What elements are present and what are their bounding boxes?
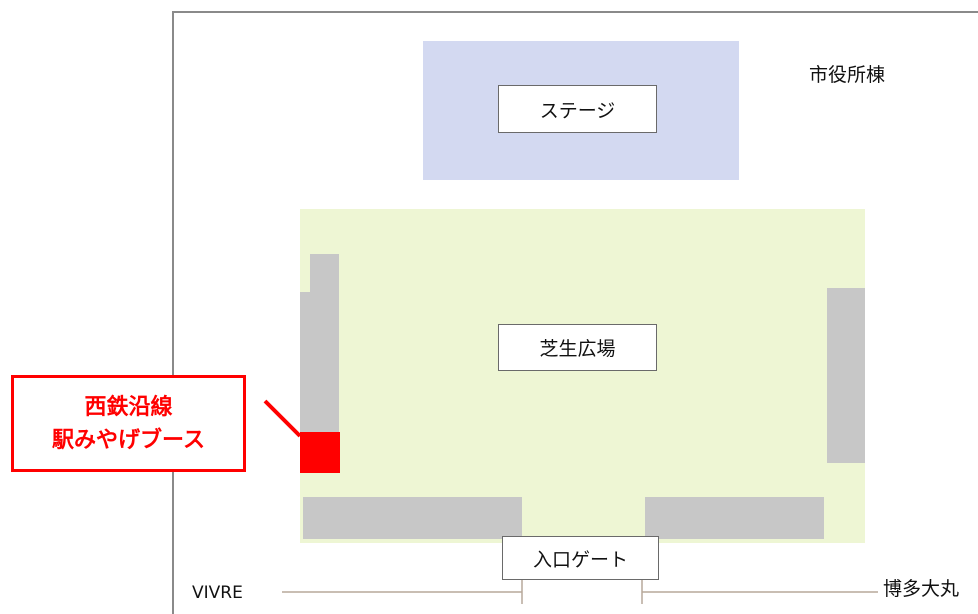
site-boundary-left [172, 11, 174, 614]
lawn-area [300, 209, 865, 543]
souvenir-booth-callout: 西鉄沿線 駅みやげブース [11, 375, 246, 472]
booth-bottom-left [303, 497, 522, 539]
site-boundary-top [172, 11, 978, 13]
booth-left [310, 254, 339, 432]
callout-line-1: 西鉄沿線 [84, 394, 173, 420]
booth-left-narrow [300, 292, 310, 432]
booth-right [827, 288, 865, 463]
callout-line-2: 駅みやげブース [52, 427, 205, 453]
souvenir-booth-marker [300, 432, 340, 473]
callout-pointer [263, 399, 302, 438]
daimaru-label: 博多大丸 [883, 578, 960, 600]
stage-label: ステージ [498, 85, 657, 133]
vivre-label: VIVRE [192, 583, 243, 603]
entrance-gate-label: 入口ゲート [502, 536, 659, 580]
city-hall-label: 市役所棟 [809, 64, 886, 86]
booth-bottom-right [645, 497, 824, 539]
lawn-label: 芝生広場 [498, 324, 657, 371]
